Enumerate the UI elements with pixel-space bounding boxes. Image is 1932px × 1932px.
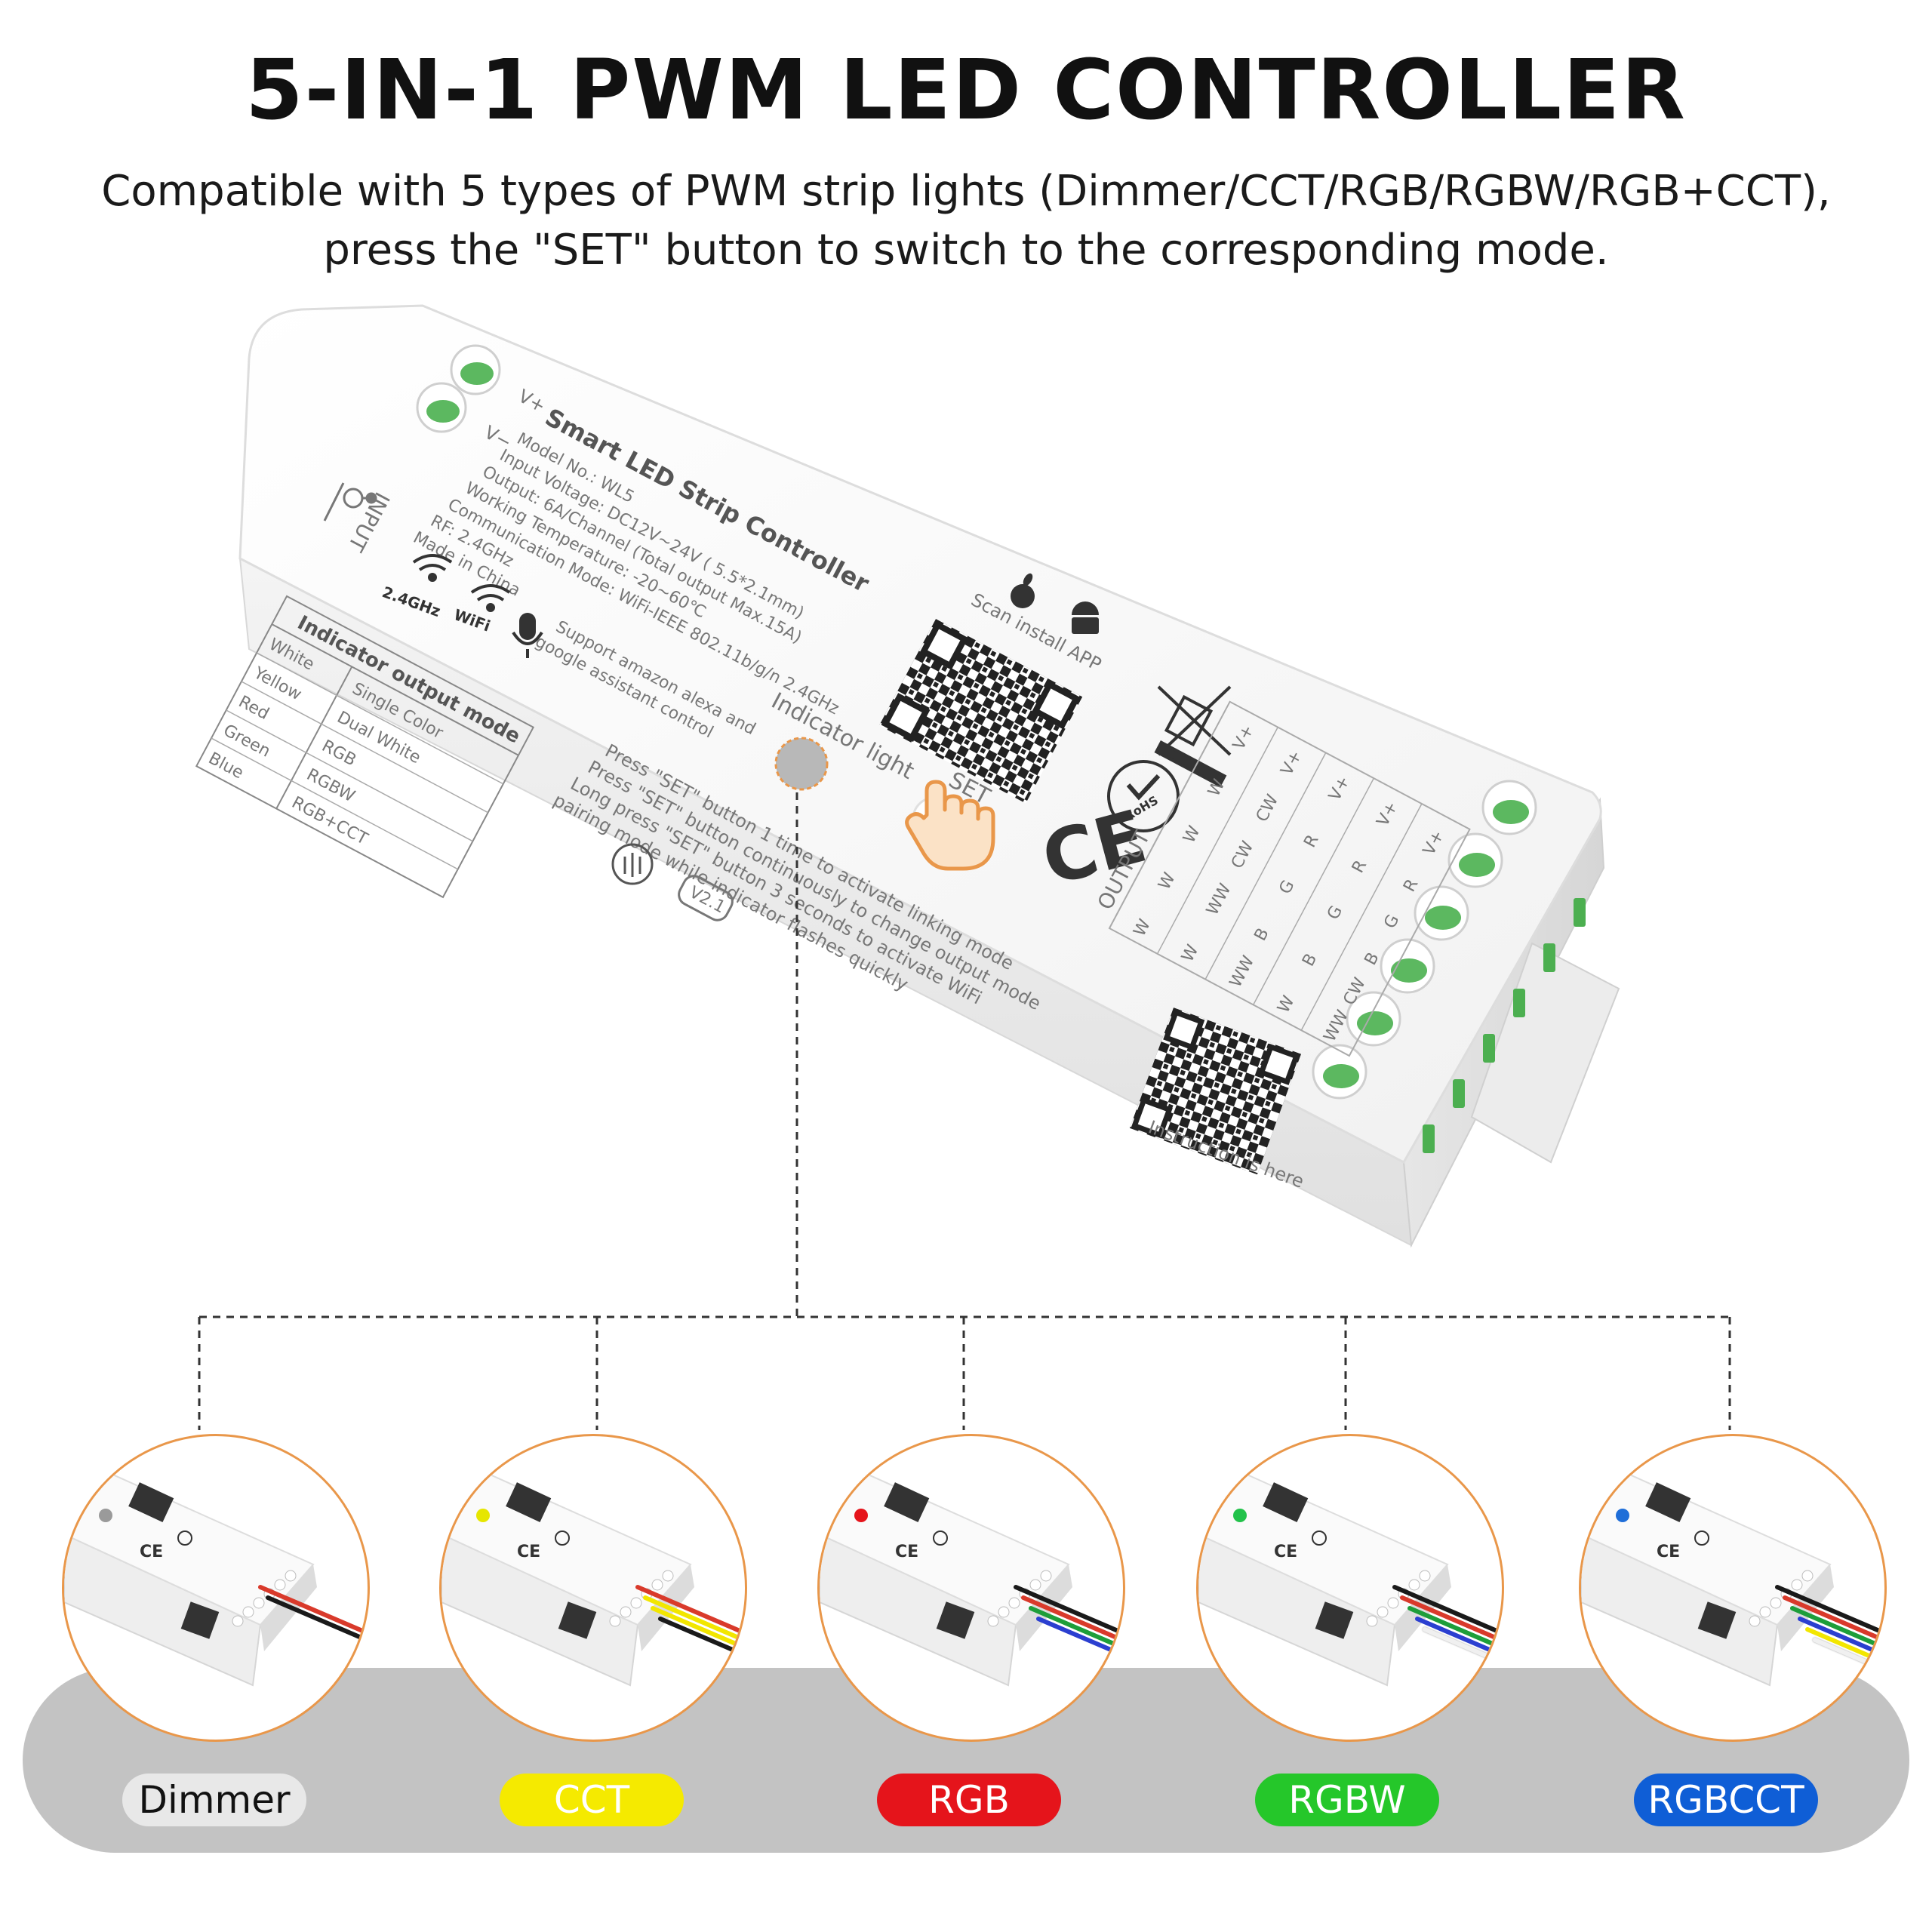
svg-text:CE: CE — [895, 1543, 918, 1561]
mode-circle-rgbw: CE — [1196, 1434, 1504, 1742]
mode-device-thumbnail: CE — [820, 1466, 1123, 1687]
mode-circle-dimmer: CE — [62, 1434, 370, 1742]
mode-connector-lines — [198, 792, 1731, 1430]
mode-indicator-dot — [854, 1509, 868, 1522]
mode-label-dimmer: Dimmer — [122, 1774, 306, 1826]
svg-text:CE: CE — [1274, 1543, 1297, 1561]
mode-label-rgb: RGB — [877, 1774, 1061, 1826]
mode-device-thumbnail: CE — [1581, 1466, 1884, 1687]
mode-indicator-dot — [1233, 1509, 1247, 1522]
mode-indicator-dot — [476, 1509, 490, 1522]
mode-label-rgbw: RGBW — [1255, 1774, 1439, 1826]
mode-circle-cct: CE — [439, 1434, 747, 1742]
android-icon — [1072, 601, 1099, 634]
indicator-row-color: Green — [220, 721, 274, 761]
weee-bin-icon — [1154, 685, 1232, 788]
mode-label-rgbcct: RGBCCT — [1634, 1774, 1818, 1826]
mode-device-thumbnail: CE — [64, 1466, 368, 1687]
signal-badge-icon — [611, 843, 654, 885]
app-qr-code — [878, 619, 1083, 804]
mode-circle-rgbcct: CE — [1579, 1434, 1887, 1742]
page-subtitle: Compatible with 5 types of PWM strip lig… — [0, 162, 1932, 280]
indicator-light — [774, 737, 829, 791]
wifi-24ghz-icon — [412, 554, 453, 582]
page-title: 5-IN-1 PWM LED CONTROLLER — [245, 42, 1687, 138]
input-jack-icon — [323, 482, 377, 521]
mode-device-thumbnail: CE — [1198, 1466, 1502, 1687]
svg-text:CE: CE — [1657, 1543, 1680, 1561]
output-terminals — [1312, 780, 1537, 1100]
mode-label-cct: CCT — [500, 1774, 684, 1826]
side-terminal-slots — [1423, 898, 1586, 1153]
indicator-row-mode: RGB — [318, 737, 359, 770]
input-terminals — [416, 344, 501, 433]
instruction-qr-code — [1129, 1008, 1302, 1175]
hand-pointer-icon — [905, 780, 995, 871]
mode-indicator-dot — [1616, 1509, 1629, 1522]
svg-text:CE: CE — [140, 1543, 163, 1561]
wifi-icon — [470, 584, 511, 612]
indicator-row-color: Red — [235, 692, 272, 724]
mode-indicator-dot — [99, 1509, 112, 1522]
svg-text:CE: CE — [517, 1543, 540, 1561]
subtitle-line-1: Compatible with 5 types of PWM strip lig… — [101, 167, 1831, 216]
mode-circle-rgb: CE — [817, 1434, 1125, 1742]
apple-icon — [1011, 573, 1035, 608]
mode-device-thumbnail: CE — [441, 1466, 745, 1687]
microphone-icon — [512, 613, 543, 658]
subtitle-line-2: press the "SET" button to switch to the … — [323, 226, 1609, 275]
